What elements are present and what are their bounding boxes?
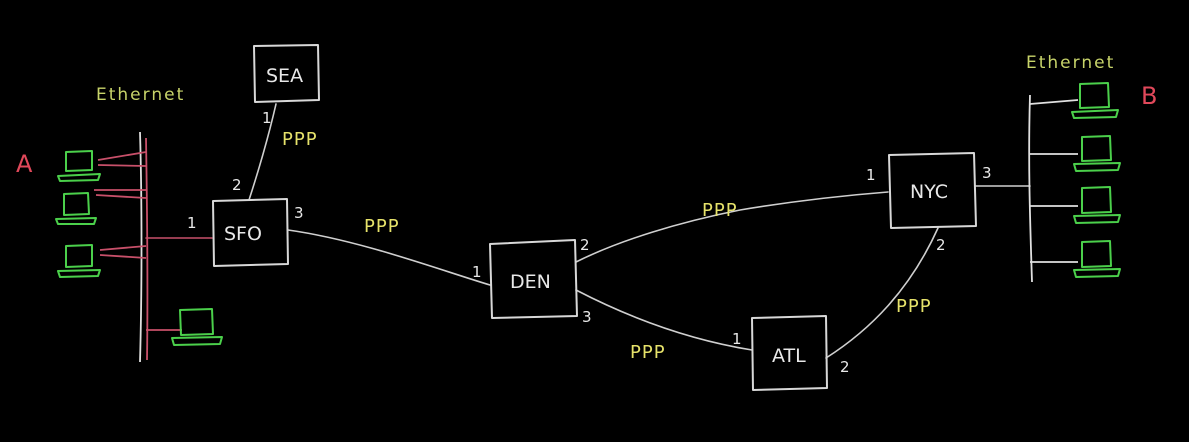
- port-den-1: 1: [472, 263, 482, 281]
- ppp-label-sfo-den: PPP: [364, 216, 400, 237]
- ppp-label-atl-nyc: PPP: [896, 296, 932, 317]
- port-sea-1: 1: [262, 109, 272, 127]
- router-sea-label: SEA: [266, 65, 303, 87]
- computer-icon: [1073, 240, 1121, 278]
- ethernet-label-left: Ethernet: [96, 85, 185, 105]
- computer-icon: [171, 308, 223, 346]
- router-sfo-label: SFO: [224, 223, 262, 245]
- router-nyc-label: NYC: [910, 181, 948, 203]
- host-label-b: B: [1141, 82, 1157, 110]
- port-sfo-2: 2: [232, 176, 242, 194]
- link-sfo-den: [287, 229, 491, 286]
- computer-icon: [1073, 186, 1121, 224]
- port-atl-1: 1: [732, 330, 742, 348]
- ethernet-bus-left: [94, 131, 182, 363]
- router-sfo: SFO: [212, 198, 289, 267]
- link-sea-sfo: [248, 103, 277, 201]
- link-atl-nyc: [825, 227, 939, 359]
- router-atl-label: ATL: [772, 345, 806, 367]
- ethernet-bus-right: [1028, 94, 1079, 283]
- ppp-label-den-atl: PPP: [630, 342, 666, 363]
- computer-icon: [1071, 82, 1119, 119]
- port-den-3: 3: [582, 308, 592, 326]
- link-den-atl: [575, 289, 753, 351]
- router-den-label: DEN: [510, 271, 551, 293]
- port-nyc-1: 1: [866, 166, 876, 184]
- host-label-a: A: [16, 150, 33, 178]
- ppp-label-den-nyc: PPP: [702, 200, 738, 221]
- port-nyc-2: 2: [936, 236, 946, 254]
- ppp-label-sea-sfo: PPP: [282, 129, 318, 150]
- port-nyc-3: 3: [982, 164, 992, 182]
- router-atl: ATL: [751, 315, 828, 391]
- computer-icon: [1073, 135, 1121, 172]
- port-atl-2: 2: [840, 358, 850, 376]
- ethernet-label-right: Ethernet: [1026, 53, 1115, 73]
- computer-icon: [57, 244, 101, 278]
- computer-icon: [55, 192, 97, 225]
- computer-icon: [57, 150, 101, 182]
- link-den-nyc: [575, 191, 889, 263]
- router-den: DEN: [489, 239, 578, 319]
- port-sfo-1: 1: [187, 214, 197, 232]
- port-den-2: 2: [580, 236, 590, 254]
- router-nyc: NYC: [888, 152, 977, 229]
- router-sea: SEA: [253, 44, 320, 103]
- port-sfo-3: 3: [294, 204, 304, 222]
